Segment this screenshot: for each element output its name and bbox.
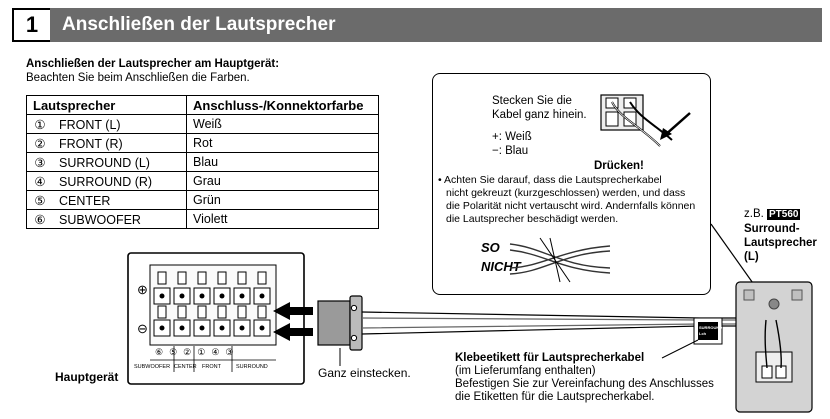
label-tag-line-4: die Etiketten für die Lautsprecherkabel. xyxy=(455,391,655,403)
intro-note: Beachten Sie beim Anschließen die Farben… xyxy=(26,72,250,84)
insert-line-1: Stecken Sie die xyxy=(492,95,572,107)
warning-line-3: die Polarität nicht vertauscht wird. And… xyxy=(446,200,696,212)
plus-legend: +: Weiß xyxy=(492,131,532,143)
speaker-name: FRONT (R) xyxy=(59,136,123,151)
row-number: ② xyxy=(34,136,46,151)
surround-terminal-label: SURROUND xyxy=(236,364,268,370)
front-terminal-label: FRONT xyxy=(202,364,221,370)
so-label: SO xyxy=(481,240,500,255)
instruction-callout xyxy=(432,73,711,295)
speaker-line-1: Surround- xyxy=(744,223,800,235)
crossed-wires-illustration xyxy=(509,237,611,283)
terminal-number: ① xyxy=(197,347,212,357)
zb-label: z.B. xyxy=(744,208,764,220)
speaker-caption: z.B. PT560 Surround- Lautsprecher (L) xyxy=(744,207,817,264)
intro: Anschließen der Lautsprecher am Hauptger… xyxy=(26,57,279,85)
tag-leader-line xyxy=(661,339,699,359)
color-cell: Grau xyxy=(186,171,379,191)
terminal-number: ⑥ xyxy=(155,347,170,357)
table-row: ⑤ CENTER Grün xyxy=(26,190,379,210)
tag-line-2: Lch xyxy=(699,331,707,336)
speaker-color-table: Lautsprecher Anschluss-/Konnektorfarbe ①… xyxy=(26,95,379,229)
minus-legend: −: Blau xyxy=(492,145,529,157)
polarity-legend: +: Weiß −: Blau xyxy=(492,130,532,158)
header-color: Anschluss-/Konnektorfarbe xyxy=(186,95,379,115)
main-unit-label: Hauptgerät xyxy=(55,370,119,384)
warning-line-1: • Achten Sie darauf, dass die Lautsprech… xyxy=(438,174,662,186)
insert-instruction: Stecken Sie die Kabel ganz hinein. xyxy=(492,94,587,122)
row-number: ① xyxy=(34,117,46,132)
terminal-number: ⑤ xyxy=(169,347,184,357)
main-unit-panel xyxy=(127,252,305,385)
insert-line-2: Kabel ganz hinein. xyxy=(492,109,587,121)
tag-text: SURROUND Lch xyxy=(699,325,722,337)
model-badge: PT560 xyxy=(767,209,801,220)
row-number: ④ xyxy=(34,174,46,189)
section-number: 1 xyxy=(12,8,50,42)
terminal-numbers: ⑥⑤②①④③ xyxy=(155,345,239,359)
surround-speaker xyxy=(735,281,813,413)
terminal-number: ② xyxy=(183,347,198,357)
speaker-line-2: Lautsprecher xyxy=(744,237,817,249)
insert-arrows xyxy=(273,302,313,341)
color-cell: Violett xyxy=(186,209,379,229)
color-cell: Rot xyxy=(186,133,379,153)
label-tag-heading: Klebeetikett für Lautsprecherkabel xyxy=(455,352,645,364)
color-cell: Grün xyxy=(186,190,379,210)
cable-label-tag xyxy=(693,317,723,345)
subwoofer-terminal-label: SUBWOOFER xyxy=(134,364,171,370)
terminal-illustration xyxy=(600,94,691,147)
header-speaker: Lautsprecher xyxy=(26,95,187,115)
section-title: Anschließen der Lautsprecher xyxy=(50,8,822,42)
label-tag-line-3: Befestigen Sie zur Vereinfachung des Ans… xyxy=(455,378,714,390)
speaker-name: FRONT (L) xyxy=(59,117,121,132)
table-row: ④ SURROUND (R) Grau xyxy=(26,171,379,191)
plus-terminal-sign: ⊕ xyxy=(137,282,148,297)
label-tag-line-2: (im Lieferumfang enthalten) xyxy=(455,365,596,377)
speaker-cell: ① FRONT (L) xyxy=(26,114,187,134)
warning-line-2: nicht gekreuzt (kurzgeschlossen) werden,… xyxy=(446,187,686,199)
nicht-label: NICHT xyxy=(481,259,521,274)
terminal-number: ④ xyxy=(211,347,226,357)
press-label: Drücken! xyxy=(594,160,644,172)
warning-text: • Achten Sie darauf, dass die Lautsprech… xyxy=(438,174,695,226)
row-number: ⑥ xyxy=(34,212,46,227)
speaker-cell: ③ SURROUND (L) xyxy=(26,152,187,172)
table-row: ⑥ SUBWOOFER Violett xyxy=(26,209,379,229)
warning-line-4: die Lautsprecher beschädigt werden. xyxy=(446,213,619,225)
speaker-cell: ④ SURROUND (R) xyxy=(26,171,187,191)
row-number: ③ xyxy=(34,155,46,170)
terminal-number: ③ xyxy=(225,347,240,357)
speaker-line-3: (L) xyxy=(744,251,759,263)
speaker-name: SUBWOOFER xyxy=(59,212,141,227)
row-number: ⑤ xyxy=(34,193,46,208)
label-tag-note: Klebeetikett für Lautsprecherkabel (im L… xyxy=(455,352,714,404)
speaker-name: CENTER xyxy=(59,193,111,208)
speaker-cell: ⑥ SUBWOOFER xyxy=(26,209,187,229)
speaker-name: SURROUND (L) xyxy=(59,155,150,170)
speaker-name: SURROUND (R) xyxy=(59,174,153,189)
insert-fully-label: Ganz einstecken. xyxy=(318,366,411,380)
table-header-row: Lautsprecher Anschluss-/Konnektorfarbe xyxy=(26,95,379,115)
intro-heading: Anschließen der Lautsprecher am Hauptger… xyxy=(26,58,280,70)
minus-terminal-sign: ⊖ xyxy=(137,321,148,336)
tag-line-1: SURROUND xyxy=(699,325,723,330)
speaker-connector xyxy=(317,295,363,366)
speaker-cell: ⑤ CENTER xyxy=(26,190,187,210)
center-terminal-label: CENTER xyxy=(174,364,197,370)
